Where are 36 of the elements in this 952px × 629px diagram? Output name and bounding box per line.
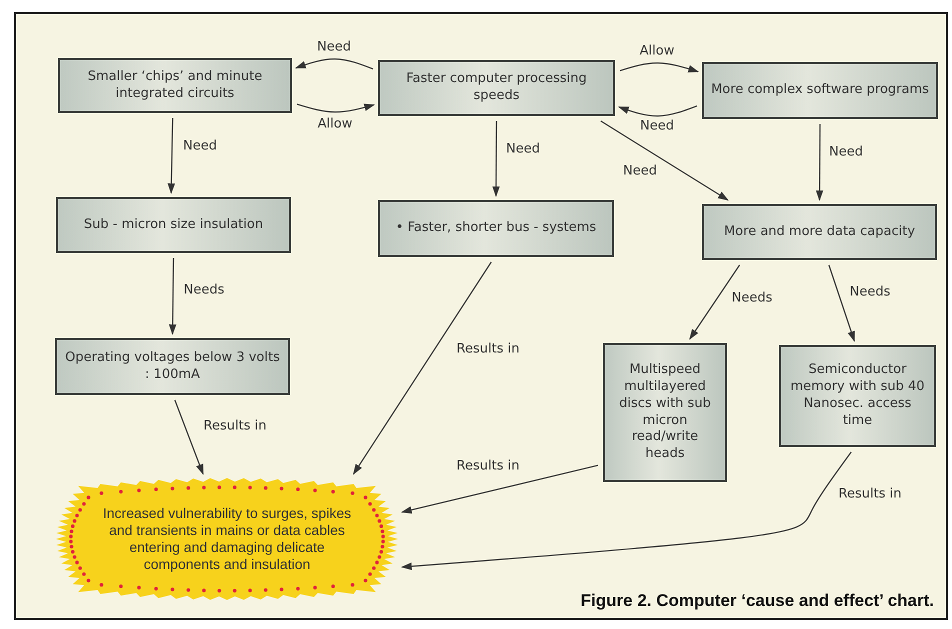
node-text: Faster computer processing speeds [405, 71, 588, 105]
arrow [400, 464, 598, 514]
figure-caption: Figure 2. Computer ‘cause and effect’ chart. [580, 591, 934, 611]
arrow [174, 400, 204, 475]
process-box [378, 60, 615, 116]
node-text: Sub - micron size insulation [82, 216, 264, 234]
arrow [620, 62, 700, 72]
node-text: Multispeed multilayered discs with sub micron read/write heads [618, 362, 712, 464]
process-box [702, 62, 938, 119]
arrow [296, 104, 376, 113]
process-box [56, 197, 291, 253]
starburst-callout [56, 478, 398, 600]
node-text: Operating voltages below 3 volts : 100mA [64, 350, 281, 384]
node-text: Increased vulnerability to surges, spikes and transients in mains or data cables entering and damaging delicate components and insulation [102, 505, 352, 573]
arrow [600, 120, 729, 201]
node-text: More complex software programs [710, 82, 930, 99]
process-box [378, 200, 614, 257]
process-box [779, 345, 936, 447]
arrow [816, 124, 824, 202]
arrow [618, 105, 698, 117]
process-box [58, 58, 292, 113]
process-box [603, 343, 727, 482]
arrow [828, 264, 855, 342]
arrow [689, 264, 740, 340]
node-text: Smaller ‘chips’ and minute integrated circuits [86, 68, 264, 102]
arrow [168, 118, 176, 194]
arrow [492, 121, 500, 198]
node-text: • Faster, shorter bus - systems [394, 220, 598, 237]
process-box [55, 338, 290, 395]
arrow [352, 262, 492, 475]
arrow [294, 58, 374, 70]
arrow [168, 258, 176, 336]
arrow [400, 452, 852, 570]
node-text: More and more data capacity [722, 224, 916, 240]
process-box [702, 204, 937, 260]
node-text: Semiconductor memory with sub 40 Nanosec. access time [789, 362, 926, 430]
